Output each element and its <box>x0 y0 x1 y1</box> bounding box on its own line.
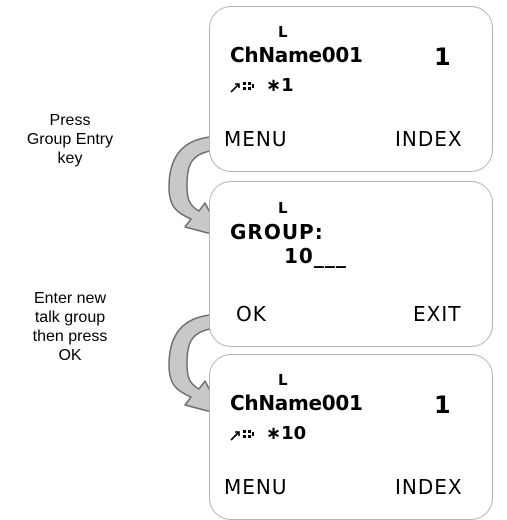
status-line: ∗10 <box>230 423 306 444</box>
top-mark: L <box>278 199 288 217</box>
talkgroup-value: ∗10 <box>266 423 307 444</box>
scan-icon <box>230 429 254 441</box>
menu-softkey[interactable]: MENU <box>224 475 288 499</box>
menu-softkey[interactable]: MENU <box>224 127 288 151</box>
ok-softkey[interactable]: OK <box>236 302 267 326</box>
status-line: ∗1 <box>230 75 294 96</box>
step-label-line: Enter new <box>33 290 107 307</box>
step-label-line: OK <box>58 347 82 364</box>
channel-number: 1 <box>434 43 451 71</box>
talkgroup-value: ∗1 <box>266 75 294 96</box>
step-label-line: Group Entry <box>26 131 114 148</box>
scan-icon <box>230 81 254 93</box>
top-mark: L <box>278 23 288 41</box>
top-mark: L <box>278 371 288 389</box>
step-label-line: then press <box>32 328 108 345</box>
radio-screen-updated: L ChName001 1 ∗10 MENU INDEX <box>209 354 493 520</box>
index-softkey[interactable]: INDEX <box>395 475 463 499</box>
exit-softkey[interactable]: EXIT <box>413 302 462 326</box>
step-label-line: key <box>57 150 83 167</box>
channel-number: 1 <box>434 391 451 419</box>
channel-name: ChName001 <box>230 43 363 67</box>
index-softkey[interactable]: INDEX <box>395 127 463 151</box>
group-field-label: GROUP: <box>230 220 324 244</box>
radio-screen-group-entry: L GROUP: 10___ OK EXIT <box>209 181 493 347</box>
step-label-line: talk group <box>34 309 106 326</box>
radio-screen-initial: L ChName001 1 ∗1 MENU INDEX <box>209 6 493 172</box>
group-field-value[interactable]: 10___ <box>284 244 347 268</box>
step-label-line: Press <box>49 112 91 129</box>
step-label-enter-talkgroup: Enter new talk group then press OK <box>0 289 140 365</box>
channel-name: ChName001 <box>230 391 363 415</box>
step-label-group-entry: Press Group Entry key <box>0 111 140 168</box>
